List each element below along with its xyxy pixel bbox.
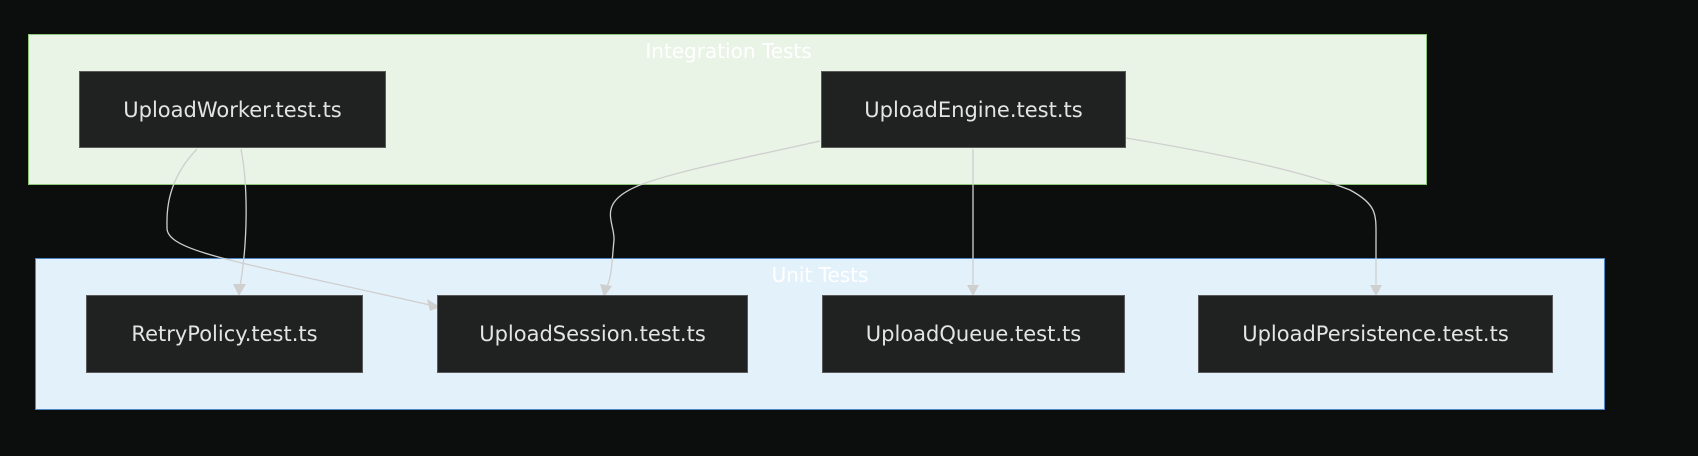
node-uploadengine-test[interactable]: UploadEngine.test.ts [821, 71, 1126, 148]
node-uploadpersistence-test[interactable]: UploadPersistence.test.ts [1198, 295, 1553, 373]
node-retrypolicy-test[interactable]: RetryPolicy.test.ts [86, 295, 363, 373]
node-uploadqueue-test[interactable]: UploadQueue.test.ts [822, 295, 1125, 373]
unit-tests-title: Unit Tests [771, 263, 869, 287]
node-uploadworker-test[interactable]: UploadWorker.test.ts [79, 71, 386, 148]
node-uploadsession-test[interactable]: UploadSession.test.ts [437, 295, 748, 373]
integration-tests-title: Integration Tests [645, 39, 812, 63]
